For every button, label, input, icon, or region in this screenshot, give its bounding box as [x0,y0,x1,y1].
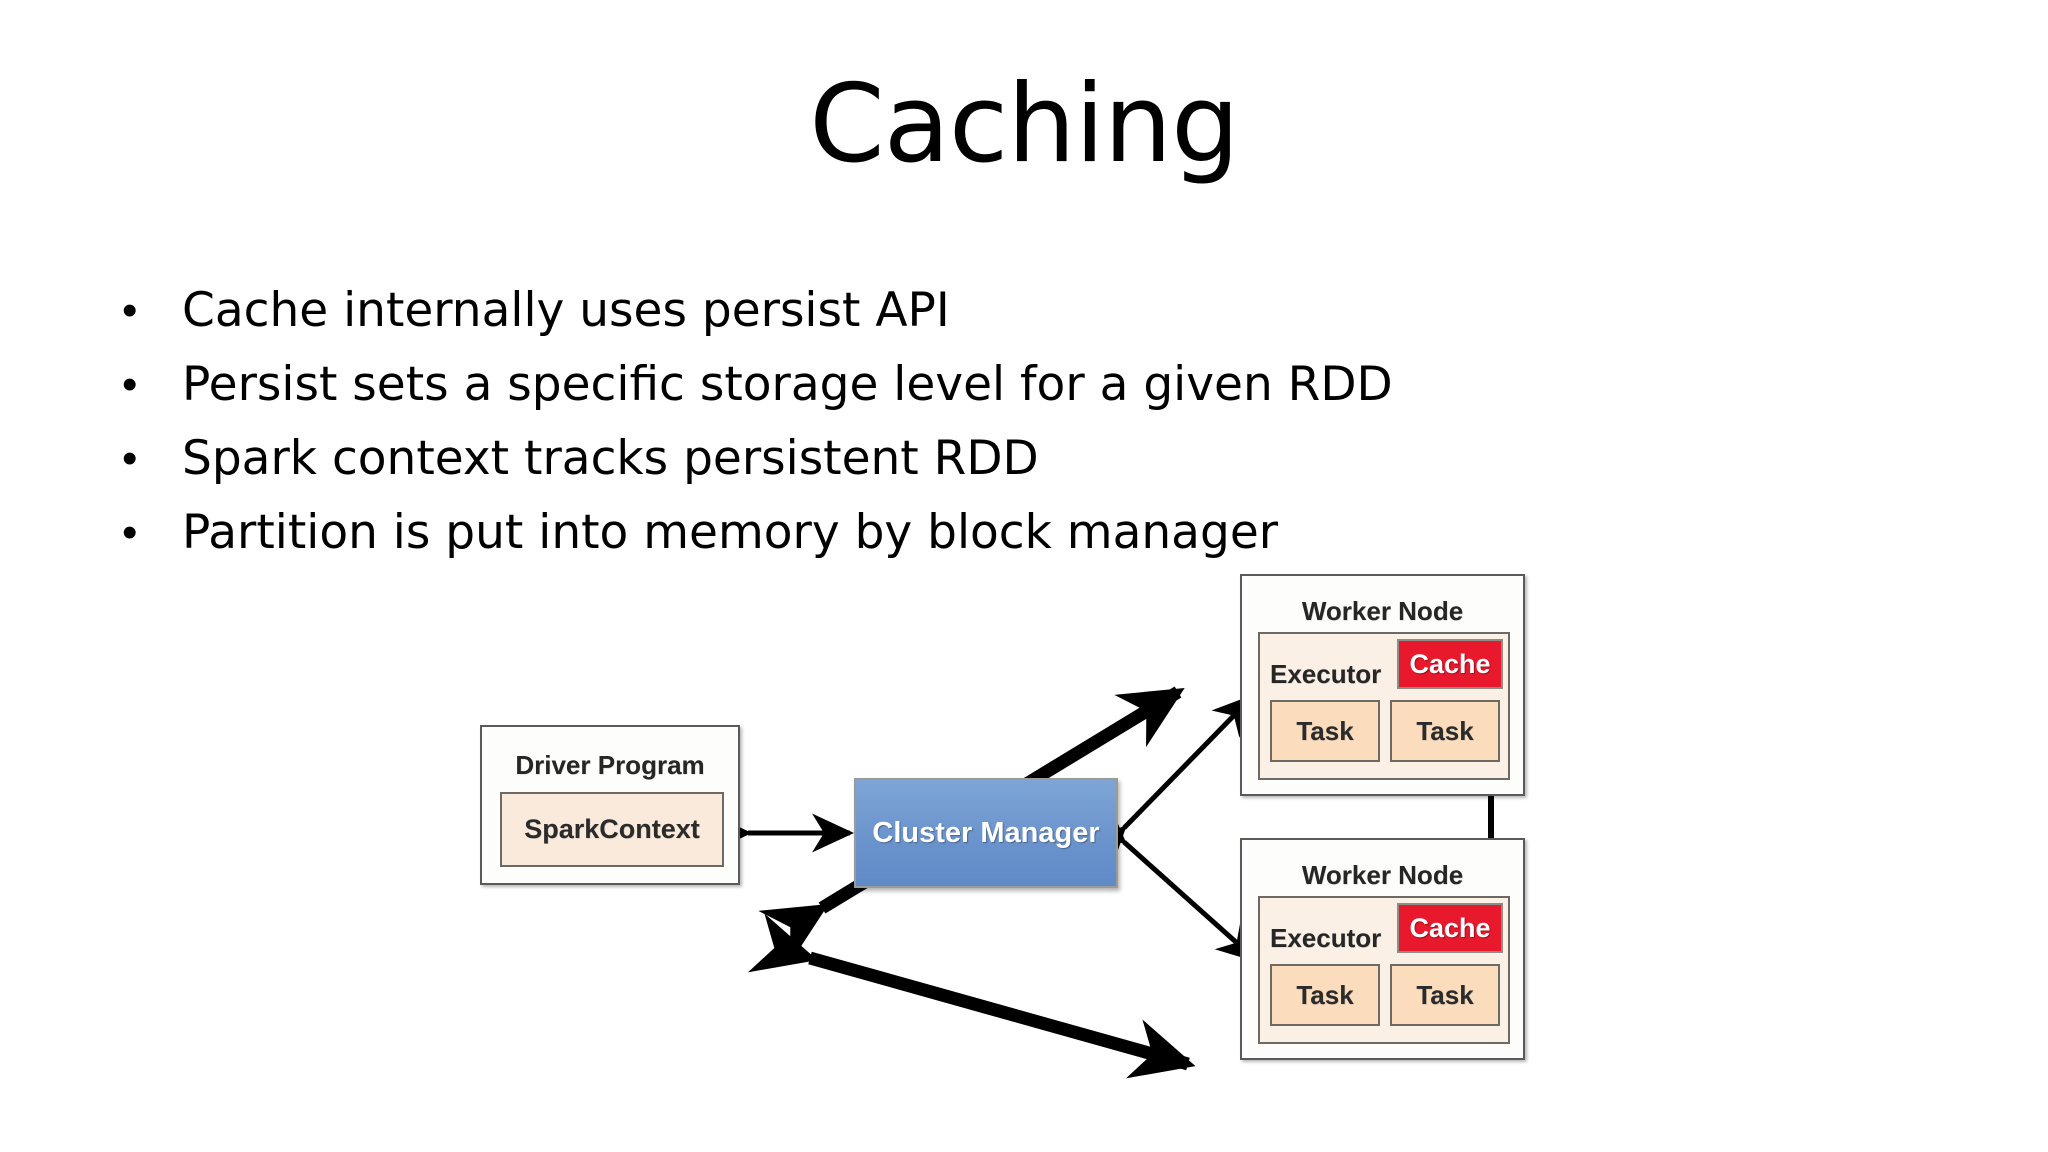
sparkcontext-label: SparkContext [524,814,700,844]
bullet-text: Cache internally uses persist API [182,283,950,338]
bullet-marker-icon: • [122,286,138,335]
sparkcontext-box: SparkContext [500,792,724,867]
list-item: • Persist sets a specific storage level … [110,356,1610,430]
worker-node-box: Worker Node Executor Cache Task Task [1240,838,1525,1060]
cache-badge: Cache [1397,903,1503,953]
task-box: Task [1270,964,1380,1026]
list-item: • Partition is put into memory by block … [110,504,1610,578]
spark-architecture-diagram: Driver Program SparkContext Cluster Mana… [480,560,1560,1090]
list-item: • Spark context tracks persistent RDD [110,430,1610,504]
task-box: Task [1390,700,1500,762]
task-box: Task [1390,964,1500,1026]
executor-label: Executor [1270,659,1382,689]
annotation-arrow-lower [747,913,1196,1079]
task-box: Task [1270,700,1380,762]
cluster-manager-label: Cluster Manager [872,816,1100,849]
cluster-manager-box: Cluster Manager [854,778,1118,888]
bullet-text: Partition is put into memory by block ma… [182,505,1279,560]
executor-label: Executor [1270,923,1382,953]
executor-box: Executor Cache Task Task [1258,632,1510,780]
bullet-text: Spark context tracks persistent RDD [182,431,1039,486]
worker-node-title: Worker Node [1301,596,1464,626]
driver-program-box: Driver Program SparkContext [480,725,740,885]
driver-program-title: Driver Program [515,750,705,780]
cache-badge: Cache [1397,639,1503,689]
bullet-marker-icon: • [122,360,138,409]
bullet-marker-icon: • [122,508,138,557]
bullet-marker-icon: • [122,434,138,483]
worker-node-title: Worker Node [1301,860,1464,890]
list-item: • Cache internally uses persist API [110,282,1610,356]
executor-box: Executor Cache Task Task [1258,896,1510,1044]
page-title: Caching [809,62,1239,187]
arrow-clustermanager-worker2 [1082,802,1259,963]
bullet-list: • Cache internally uses persist API • Pe… [110,282,1610,578]
worker-node-box: Worker Node Executor Cache Task Task [1240,574,1525,796]
bullet-text: Persist sets a specific storage level fo… [182,357,1393,412]
